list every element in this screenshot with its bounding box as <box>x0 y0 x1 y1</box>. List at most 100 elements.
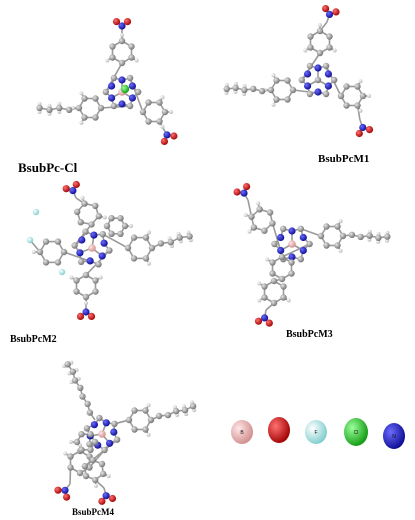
nitrogen-atom <box>76 249 84 257</box>
carbon-atom <box>164 411 172 419</box>
hydrogen-atom <box>160 124 165 129</box>
hydrogen-atom <box>256 201 261 206</box>
carbon-atom <box>110 74 118 82</box>
carbon-atom <box>82 271 90 279</box>
carbon-atom <box>110 102 118 110</box>
carbon-atom <box>261 283 268 290</box>
oxygen-atom <box>243 183 251 191</box>
carbon-atom <box>99 231 107 238</box>
carbon-atom <box>92 288 99 295</box>
nitrogen-atom <box>304 70 312 78</box>
carbon-atom <box>306 90 314 98</box>
carbon-atom <box>375 234 382 241</box>
carbon-atom <box>106 247 113 254</box>
hydrogen-atom <box>286 298 291 303</box>
carbon-atom <box>297 225 304 232</box>
nitrogen-atom <box>314 88 322 96</box>
fluorine-atom <box>32 208 40 216</box>
carbon-atom <box>126 102 134 110</box>
carbon-atom <box>56 104 63 112</box>
carbon-atom <box>284 77 291 84</box>
carbon-atom <box>258 87 266 95</box>
carbon-atom <box>81 200 88 207</box>
carbon-atom <box>69 368 77 375</box>
carbon-atom <box>36 104 43 112</box>
nitrogen-atom <box>261 314 269 322</box>
carbon-atom <box>161 108 169 116</box>
carbon-atom <box>73 288 80 295</box>
nitrogen-atom <box>98 252 106 260</box>
carbon-atom <box>87 431 94 438</box>
nitrogen-atom <box>102 419 110 427</box>
hydrogen-atom <box>79 91 84 96</box>
carbon-atom <box>81 114 88 121</box>
carbon-atom <box>82 472 90 480</box>
nitrogen-atom <box>277 246 285 255</box>
carbon-atom <box>156 118 163 125</box>
oxygen-atom <box>254 317 263 325</box>
nitrogen-atom <box>110 428 118 436</box>
nitrogen-atom <box>128 82 136 90</box>
carbon-atom <box>280 294 287 301</box>
carbon-atom <box>126 74 134 82</box>
oxygen-atom <box>265 319 273 327</box>
carbon-atom <box>250 85 257 93</box>
legend-chlorine: Cl <box>344 418 368 446</box>
oxygen-atom <box>160 137 168 145</box>
carbon-atom <box>88 221 95 228</box>
hydrogen-atom <box>120 33 124 37</box>
hydrogen-atom <box>98 275 103 280</box>
fluorine-atom <box>26 236 34 244</box>
carbon-atom <box>101 446 108 454</box>
carbon-atom <box>261 227 268 234</box>
carbon-atom <box>142 426 149 433</box>
carbon-atom <box>103 222 111 230</box>
nitrogen-atom <box>163 131 171 139</box>
carbon-atom <box>326 33 333 40</box>
hydrogen-atom <box>102 215 107 220</box>
svg-text:Cl: Cl <box>354 430 359 436</box>
nitrogen-atom <box>128 94 136 102</box>
carbon-atom <box>297 256 304 263</box>
carbon-atom <box>250 224 258 231</box>
carbon-atom <box>118 59 126 67</box>
nitrogen-atom <box>288 253 296 261</box>
hydrogen-atom <box>358 108 363 113</box>
carbon-atom <box>248 213 255 220</box>
oxygen-atom <box>108 494 117 503</box>
carbon-atom <box>117 230 124 237</box>
carbon-atom <box>278 253 286 261</box>
nitrogen-atom <box>359 123 367 132</box>
nitrogen-atom <box>288 227 296 235</box>
carbon-atom <box>359 92 367 100</box>
molecule-bsubpcm2 <box>26 180 193 320</box>
carbon-atom <box>273 77 280 84</box>
hydrogen-atom <box>271 102 276 107</box>
nitrogen-atom <box>86 257 94 265</box>
carbon-atom <box>278 275 286 283</box>
bond <box>300 228 322 237</box>
carbon-atom <box>145 118 152 125</box>
nitrogen-atom <box>118 22 126 30</box>
carbon-atom <box>348 231 356 238</box>
carbon-atom <box>306 62 314 70</box>
carbon-atom <box>266 209 274 216</box>
carbon-atom <box>36 248 44 256</box>
nitrogen-atom <box>106 439 114 447</box>
carbon-atom <box>67 453 74 460</box>
nitrogen-atom <box>299 246 307 255</box>
carbon-atom <box>73 277 80 284</box>
carbon-atom <box>71 377 79 384</box>
label-bsubpc-cl: BsubPc-Cl <box>18 160 78 175</box>
nitrogen-atom <box>240 189 248 197</box>
hydrogen-atom <box>134 58 139 63</box>
hydrogen-atom <box>106 474 111 479</box>
hydrogen-atom <box>257 298 262 303</box>
carbon-atom <box>322 90 330 98</box>
oxygen-atom <box>233 188 241 196</box>
carbon-atom <box>113 436 121 443</box>
carbon-atom <box>71 242 78 249</box>
carbon-atom <box>92 114 99 121</box>
oxygen-atom <box>322 5 330 13</box>
hydrogen-atom <box>129 224 133 228</box>
